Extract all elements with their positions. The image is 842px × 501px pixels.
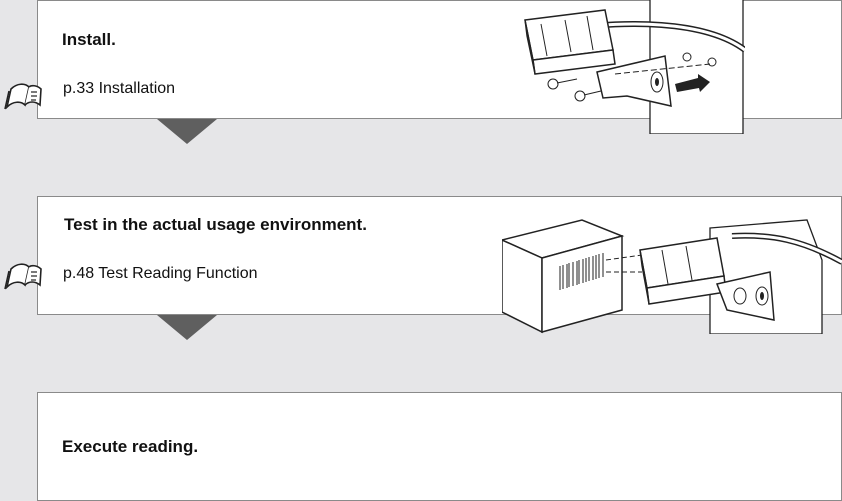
step-2-title: Test in the actual usage environment. [64, 215, 367, 234]
step-2-reference-link[interactable]: p.48 Test Reading Function [63, 265, 258, 282]
step-3-title: Execute reading. [62, 437, 199, 456]
step-3-box: Execute reading. [37, 392, 842, 501]
step-1-reference-link[interactable]: p.33 Installation [63, 80, 176, 97]
manual-book-icon [4, 263, 42, 290]
barcode-test-illustration [502, 219, 842, 334]
down-arrow-icon [157, 119, 217, 144]
step-1-title: Install. [62, 30, 116, 49]
manual-book-icon [4, 83, 42, 110]
down-arrow-icon [157, 315, 217, 340]
scanner-mounting-illustration [524, 0, 745, 134]
